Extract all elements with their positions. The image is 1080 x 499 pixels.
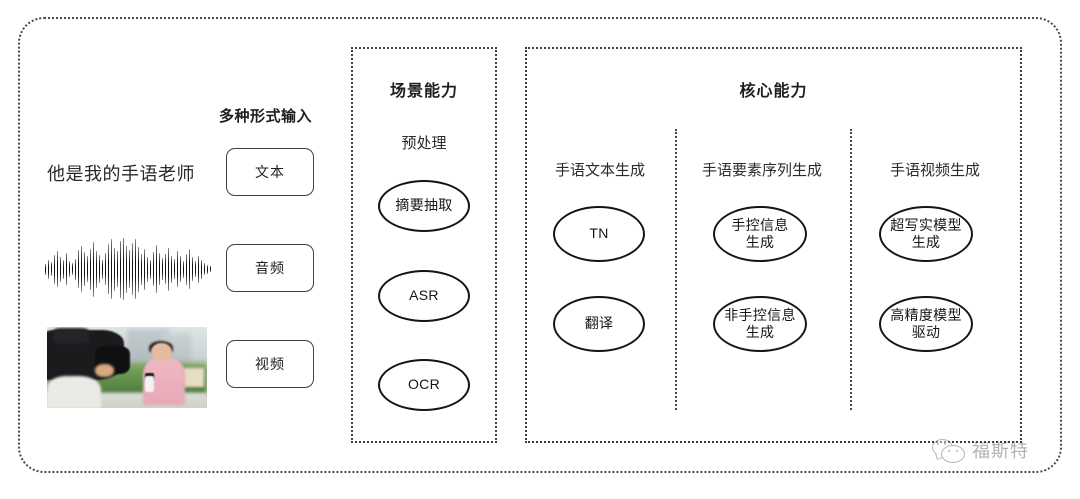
core-node-hyperrealistic-model-generation-label: 超写实模型 生成 — [886, 217, 966, 252]
input-pill-video-label: 视频 — [255, 356, 285, 372]
input-pill-audio[interactable]: 音频 — [226, 244, 314, 292]
line-1: 非手控信息 — [724, 306, 796, 323]
core-node-tn[interactable]: TN — [553, 206, 645, 262]
line-2: 生成 — [911, 234, 941, 250]
core-panel-divider-1 — [675, 129, 677, 410]
input-pill-audio-label: 音频 — [255, 260, 285, 276]
scene-node-asr[interactable]: ASR — [378, 270, 470, 322]
scene-capability-panel: 场景能力 — [351, 47, 497, 443]
line-2: 生成 — [745, 234, 775, 250]
line-1: 高精度模型 — [890, 306, 962, 323]
core-node-non-manual-info-generation[interactable]: 非手控信息 生成 — [713, 296, 807, 352]
core-column-label-sign-element-sequence-generation: 手语要素序列生成 — [701, 162, 822, 179]
core-column-label-sign-text-generation: 手语文本生成 — [554, 162, 645, 179]
scene-node-ocr[interactable]: OCR — [378, 359, 470, 411]
sample-input-text: 他是我的手语老师 — [47, 164, 195, 184]
camera-reporter-photo — [47, 327, 207, 408]
scene-node-summary-extraction[interactable]: 摘要抽取 — [378, 180, 470, 232]
core-panel-title: 核心能力 — [739, 83, 808, 100]
input-pill-video[interactable]: 视频 — [226, 340, 314, 388]
scene-column-label-preprocess: 预处理 — [401, 135, 447, 152]
input-pill-text[interactable]: 文本 — [226, 148, 314, 196]
scene-panel-title: 场景能力 — [389, 83, 458, 100]
line-1: 手控信息 — [731, 216, 789, 233]
scene-node-ocr-label: OCR — [407, 376, 440, 393]
core-node-manual-info-generation-label: 手控信息 生成 — [727, 217, 792, 252]
scene-node-asr-label: ASR — [409, 287, 439, 304]
core-column-label-sign-video-generation: 手语视频生成 — [889, 162, 980, 179]
core-node-high-precision-model-driving[interactable]: 高精度模型 驱动 — [879, 296, 973, 352]
line-1: 超写实模型 — [890, 216, 962, 233]
audio-waveform — [44, 238, 212, 300]
core-node-tn-label: TN — [589, 225, 609, 242]
watermark-text: 福斯特 — [972, 441, 1029, 461]
line-2: 驱动 — [911, 324, 941, 340]
input-pill-text-label: 文本 — [255, 164, 285, 180]
input-section-heading: 多种形式输入 — [219, 108, 313, 125]
core-node-non-manual-info-generation-label: 非手控信息 生成 — [720, 307, 800, 342]
core-node-high-precision-model-driving-label: 高精度模型 驱动 — [886, 307, 966, 342]
core-capability-panel: 核心能力 — [525, 47, 1022, 443]
watermark: 福斯特 — [932, 437, 1029, 463]
core-node-hyperrealistic-model-generation[interactable]: 超写实模型 生成 — [879, 206, 973, 262]
core-node-translation-label: 翻译 — [584, 315, 614, 332]
wechat-bubbles-icon — [932, 439, 966, 463]
line-2: 生成 — [745, 324, 775, 340]
scene-node-summary-extraction-label: 摘要抽取 — [395, 197, 453, 214]
core-node-manual-info-generation[interactable]: 手控信息 生成 — [713, 206, 807, 262]
core-panel-divider-2 — [850, 129, 852, 410]
core-node-translation[interactable]: 翻译 — [553, 296, 645, 352]
